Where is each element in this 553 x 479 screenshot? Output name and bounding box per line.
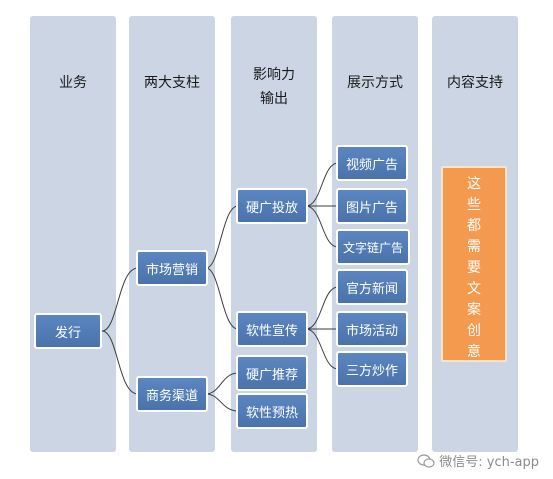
content-support-char: 都 [467,218,481,234]
content-support-char: 创 [467,323,481,339]
column-title-content: 内容支持 [447,75,503,91]
column-business: 业务 [30,16,116,452]
connector-shichang-ruanxing [205,267,239,330]
node-shichang-huodong: 市场活动 [336,311,408,347]
node-guanfang-xinwen: 官方新闻 [336,269,408,305]
node-shangwu-qudao: 商务渠道 [136,376,208,412]
column-title-pillars: 两大支柱 [144,75,200,91]
connector-shangwu-tuijian [205,372,239,395]
content-support-char: 要 [467,260,481,276]
column-title-business: 业务 [59,75,87,91]
connector-toufang-wenzilian [305,205,339,248]
watermark-text: 微信号: ych-app [439,455,539,470]
column-title-influence-line2: 输出 [260,91,288,107]
node-ruanxing-xuanchuan: 软性宣传 [236,311,308,347]
content-support-box: 这 些 都 需 要 文 案 创 意 [441,166,507,362]
connector-faxing-shichang [101,267,139,332]
connector-xuanchuan-xinwen [305,286,339,330]
connector-shichang-yingguang [205,205,239,269]
connector-shangwu-yure [205,393,239,412]
column-title-influence-line1: 影响力 [253,67,295,83]
node-shipin-guanggao: 视频广告 [336,145,408,181]
node-ruanxing-yure: 软性预热 [236,393,308,429]
node-yingguang-toufang: 硬广投放 [236,188,308,224]
node-wenzilian-guanggao: 文字链广告 [336,229,410,265]
column-title-display: 展示方式 [347,75,403,91]
node-faxing: 发行 [34,313,102,349]
wechat-icon [417,453,435,468]
node-sanfang-chaozuo: 三方炒作 [336,351,408,387]
content-support-char: 些 [467,197,481,213]
content-support-char: 案 [467,302,481,318]
connector-faxing-shangwu [101,330,139,395]
content-support-char: 需 [467,239,481,255]
watermark: 微信号: ych-app [417,451,539,470]
node-shichang-yingxiao: 市场营销 [136,250,208,286]
connector-xuanchuan-chaozuo [305,328,339,370]
node-yingguang-tuijian: 硬广推荐 [236,355,308,391]
content-support-char: 文 [467,281,481,297]
content-support-char: 意 [467,344,481,360]
connector-toufang-shipin [305,162,339,207]
content-support-char: 这 [467,176,481,192]
node-tupian-guanggao: 图片广告 [336,188,408,224]
